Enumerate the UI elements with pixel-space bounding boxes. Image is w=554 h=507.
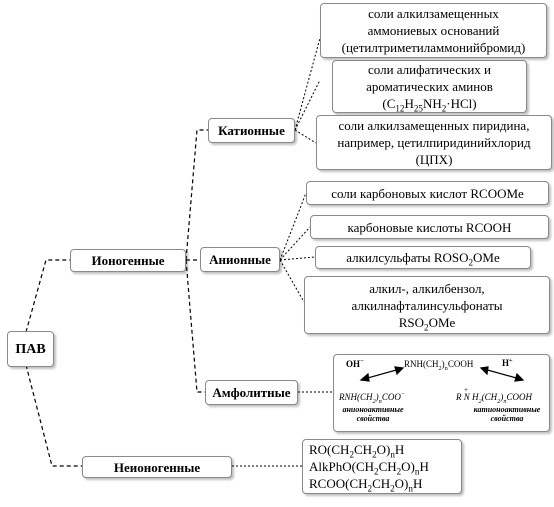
amino-acid-formula: RNH(CH2)nCOOH xyxy=(404,359,474,372)
text-line: (ЦПХ) xyxy=(415,152,453,167)
anionic-item-carboxylic-acids: карбоновые кислоты RCOOH xyxy=(310,215,549,239)
cationic-form-formula: R N H2(CH2)nCOOH xyxy=(456,392,532,405)
text-line: соли алкилзамещенных пиридина, xyxy=(338,118,530,133)
anionic-item-sulfonates: алкил-, алкилбензол, алкилнафталинсульфо… xyxy=(304,276,550,334)
sulfonate-formula: RSO2OMe xyxy=(398,314,456,333)
ionic-node: Ионогенные xyxy=(70,249,186,272)
text-line: ароматических аминов xyxy=(366,79,493,94)
root-node-pav: ПАВ xyxy=(7,331,54,367)
root-label: ПАВ xyxy=(15,341,46,357)
cationic-label: Катионные xyxy=(218,123,285,138)
text-line: соли карбоновых кислот RCOOMe xyxy=(331,185,524,201)
text-line: алкилсульфаты ROSO2OMe xyxy=(346,250,500,268)
text-line: карбоновые кислоты RCOOH xyxy=(347,219,512,235)
cationic-item-ammonium: соли алкилзамещенных аммониевых основани… xyxy=(320,3,547,58)
text-line: алкилнафталинсульфонаты xyxy=(351,297,503,313)
nonionic-formula-2: AlkPhO(CH2CH2O)nH xyxy=(309,459,429,477)
cationic-node: Катионные xyxy=(208,118,295,143)
text-line: (цетилтриметиламмонийбромид) xyxy=(341,40,526,55)
anionic-item-alkylsulfates: алкилсульфаты ROSO2OMe xyxy=(315,246,531,269)
anionic-caption: анионоактивные свойства xyxy=(342,405,404,423)
ionic-label: Ионогенные xyxy=(91,253,165,268)
ampholytic-node: Амфолитные xyxy=(205,380,298,405)
cationic-caption: катионоактивные свойства xyxy=(473,405,541,423)
plus-charge: + xyxy=(464,386,468,394)
nonionic-label: Неионогенные xyxy=(113,459,201,475)
text-line: соли алкилзамещенных xyxy=(368,6,499,21)
text-line: например, цетилпиридинийхлорид xyxy=(337,135,531,150)
equilibrium-arrows xyxy=(359,366,525,382)
hydroxide-ion: OH− xyxy=(346,358,364,369)
text-line: аммониевых оснований xyxy=(367,23,500,38)
text-line: алкил-, алкилбензол, xyxy=(369,280,485,296)
nonionic-node: Неионогенные xyxy=(82,456,232,478)
nonionic-formulas-box: RO(CH2CH2O)nH AlkPhO(CH2CH2O)nH RCOO(CH2… xyxy=(302,439,462,494)
nonionic-formula-1: RO(CH2CH2O)nH xyxy=(309,442,405,460)
anionic-node: Анионные xyxy=(200,247,280,272)
anionic-form-formula: RNH(CH2)nCOO− xyxy=(339,391,406,405)
anionic-item-carboxylate-salts: соли карбоновых кислот RCOOMe xyxy=(306,181,549,205)
text-line: соли алифатических и xyxy=(368,62,491,77)
ampholytic-label: Амфолитные xyxy=(212,385,291,400)
cationic-item-pyridine: соли алкилзамещенных пиридина, например,… xyxy=(316,115,552,170)
ampholytic-equilibrium-panel: OH− RNH(CH2)nCOOH H+ RNH(CH2)nCOO− анион… xyxy=(333,354,550,432)
amine-formula: (C12H25NH2·HCl) xyxy=(382,96,477,114)
anionic-label: Анионные xyxy=(209,252,271,267)
cationic-item-amines: соли алифатических и ароматических амино… xyxy=(332,60,527,113)
nonionic-formula-3: RCOO(CH2CH2O)nH xyxy=(309,476,423,494)
proton: H+ xyxy=(502,357,513,368)
